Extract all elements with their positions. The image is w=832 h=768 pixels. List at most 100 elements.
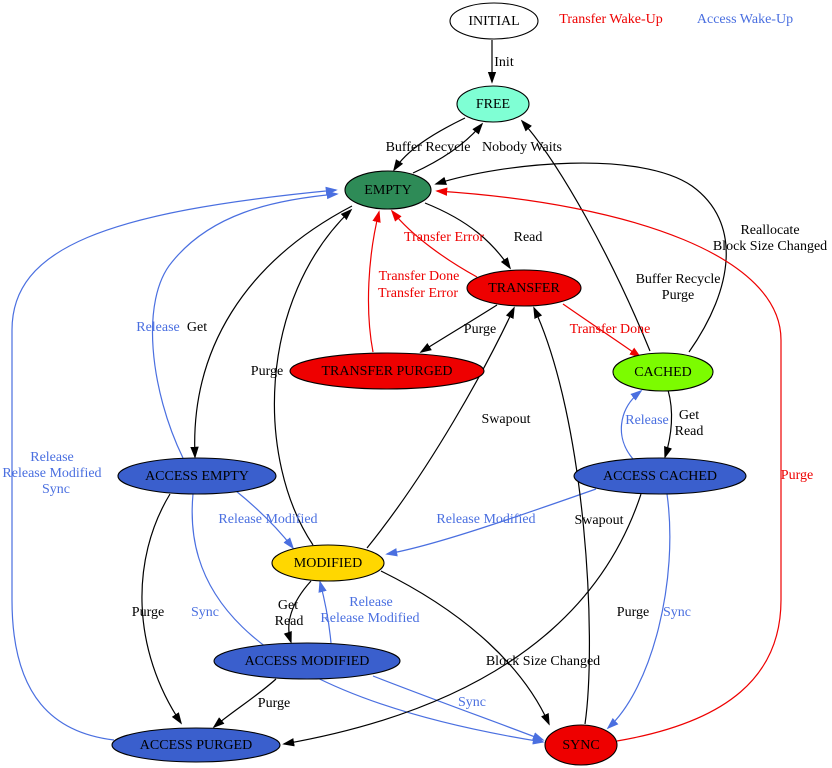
edge-label-block-size-changed-sync: Block Size Changed bbox=[486, 654, 600, 669]
edge-empty-to-free bbox=[412, 122, 484, 174]
node-access-modified: ACCESS MODIFIED bbox=[213, 642, 401, 680]
node-initial: INITIAL bbox=[449, 2, 539, 40]
edge-label-read: Read bbox=[514, 230, 543, 245]
edge-cached-to-empty bbox=[434, 162, 727, 353]
edge-access-cached-to-cached bbox=[620, 389, 643, 460]
node-access-purged: ACCESS PURGED bbox=[111, 727, 281, 763]
edge-access-cached-to-sync bbox=[606, 493, 671, 730]
edge-label-release-am-line1: Release bbox=[349, 595, 393, 610]
node-transfer-purged: TRANSFER PURGED bbox=[289, 352, 485, 390]
edge-label-read-modified: Read bbox=[275, 614, 304, 629]
node-modified: MODIFIED bbox=[271, 544, 385, 582]
edge-label-release-modified-left: Release Modified bbox=[218, 512, 317, 527]
edge-label-get: Get bbox=[187, 320, 207, 335]
node-access-cached: ACCESS CACHED bbox=[573, 457, 747, 495]
edge-label-nobody-waits: Nobody Waits bbox=[482, 140, 562, 155]
edge-empty-to-access-empty bbox=[190, 205, 353, 459]
edge-modified-to-access-modified bbox=[283, 580, 312, 644]
node-free: FREE bbox=[456, 85, 530, 123]
edge-label-read-cached: Read bbox=[675, 424, 704, 439]
edge-label-release-modified-purged-line2: Release Modified bbox=[2, 466, 101, 481]
edge-modified-to-sync bbox=[380, 570, 550, 726]
edge-label-get-modified: Get bbox=[278, 598, 298, 613]
edge-access-modified-to-sync bbox=[372, 675, 545, 741]
edge-modified-to-transfer bbox=[366, 306, 515, 549]
node-modified-shape bbox=[271, 544, 385, 582]
node-access-cached-shape bbox=[573, 457, 747, 495]
edge-access-empty-to-sync bbox=[191, 493, 545, 745]
edge-access-cached-to-modified bbox=[385, 488, 597, 557]
edge-sync-to-transfer bbox=[533, 306, 591, 725]
edge-labels-layer: Init Buffer Recycle Nobody Waits Read Tr… bbox=[2, 55, 827, 711]
edge-label-swapout-sync: Swapout bbox=[575, 513, 624, 528]
node-access-empty-shape bbox=[117, 457, 277, 495]
edge-label-purge-transfer: Purge bbox=[464, 322, 496, 337]
edge-label-transfer-error: Transfer Error bbox=[404, 230, 484, 245]
node-access-empty-label: ACCESS EMPTY bbox=[145, 469, 249, 484]
node-access-modified-shape bbox=[213, 642, 401, 680]
edge-label-buffer-recycle: Buffer Recycle bbox=[386, 140, 471, 155]
node-empty-shape bbox=[344, 170, 432, 210]
edges-layer bbox=[11, 40, 782, 747]
node-empty: EMPTY bbox=[344, 170, 432, 210]
edge-sync-to-empty bbox=[435, 187, 782, 742]
nodes-layer: INITIAL FREE EMPTY TRANSFER TRANSFER PUR… bbox=[111, 2, 747, 766]
edge-access-empty-to-access-purged bbox=[141, 493, 183, 725]
edge-access-empty-to-modified bbox=[235, 490, 295, 550]
edge-label-sync-ac: Sync bbox=[663, 605, 691, 620]
node-transfer-purged-label: TRANSFER PURGED bbox=[321, 364, 452, 379]
edge-empty-to-transfer bbox=[424, 202, 512, 270]
node-modified-label: MODIFIED bbox=[294, 556, 362, 571]
edge-label-purge-modified-empty: Purge bbox=[251, 364, 283, 379]
node-initial-label: INITIAL bbox=[468, 14, 519, 29]
node-transfer-shape bbox=[466, 269, 582, 307]
edge-label-sync-purged-line3: Sync bbox=[42, 482, 70, 497]
edge-label-init: Init bbox=[494, 55, 514, 70]
edge-access-purged-to-empty bbox=[11, 186, 338, 741]
node-initial-shape bbox=[449, 2, 539, 40]
node-access-purged-shape bbox=[111, 727, 281, 763]
node-sync-label: SYNC bbox=[562, 738, 599, 753]
edge-label-purge-cached: Purge bbox=[662, 288, 694, 303]
node-transfer-label: TRANSFER bbox=[488, 281, 560, 296]
edge-cached-to-free bbox=[520, 119, 651, 352]
edge-label-reallocate: Reallocate bbox=[740, 223, 799, 238]
edge-access-cached-to-access-purged bbox=[282, 493, 642, 747]
edge-label-purge-ae: Purge bbox=[132, 605, 164, 620]
node-empty-label: EMPTY bbox=[364, 183, 411, 198]
edge-access-modified-to-modified bbox=[318, 580, 332, 644]
edge-label-purge-am: Purge bbox=[258, 696, 290, 711]
edge-label-swapout-modified: Swapout bbox=[482, 412, 531, 427]
edge-free-to-empty bbox=[393, 117, 466, 172]
edge-label-release: Release bbox=[136, 320, 180, 335]
edge-label-transfer-error-line2: Transfer Error bbox=[378, 286, 458, 301]
node-access-cached-label: ACCESS CACHED bbox=[603, 469, 717, 484]
node-transfer: TRANSFER bbox=[466, 269, 582, 307]
edge-modified-to-empty bbox=[273, 208, 353, 546]
edge-label-sync-ae: Sync bbox=[191, 605, 219, 620]
edge-label-release-purged-line1: Release bbox=[30, 450, 74, 465]
node-access-modified-label: ACCESS MODIFIED bbox=[245, 654, 370, 669]
node-cached-shape bbox=[612, 352, 714, 392]
edge-label-transfer-done-line1: Transfer Done bbox=[379, 269, 460, 284]
edge-access-modified-to-access-purged bbox=[212, 678, 277, 729]
edge-transfer-to-empty bbox=[390, 209, 478, 278]
node-access-empty: ACCESS EMPTY bbox=[117, 457, 277, 495]
legend-transfer-wakeup: Transfer Wake-Up bbox=[559, 12, 662, 27]
edge-label-block-size-changed-cached: Block Size Changed bbox=[713, 239, 827, 254]
node-cached-label: CACHED bbox=[634, 365, 692, 380]
legend-access-wakeup: Access Wake-Up bbox=[697, 12, 793, 27]
edge-transfer-purged-to-empty bbox=[367, 210, 381, 353]
edge-cached-to-access-cached bbox=[664, 389, 673, 459]
edge-label-purge-ac: Purge bbox=[617, 605, 649, 620]
edge-label-release-cached: Release bbox=[625, 413, 669, 428]
edge-access-empty-to-empty bbox=[151, 190, 339, 459]
edge-label-transfer-done-cached: Transfer Done bbox=[570, 322, 651, 337]
node-access-purged-label: ACCESS PURGED bbox=[140, 738, 252, 753]
legend: Transfer Wake-Up Access Wake-Up bbox=[559, 12, 793, 27]
edge-label-release-modified-am-line2: Release Modified bbox=[320, 611, 419, 626]
node-sync-shape bbox=[544, 724, 618, 766]
node-transfer-purged-shape bbox=[289, 352, 485, 390]
edge-label-sync-am: Sync bbox=[458, 695, 486, 710]
